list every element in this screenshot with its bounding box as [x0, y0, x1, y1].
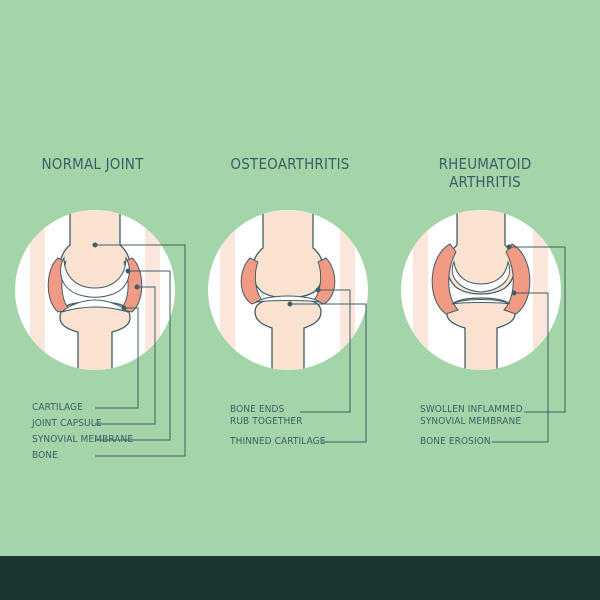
ra-cartilage-upper — [451, 260, 511, 293]
oa-upper-bone — [251, 210, 325, 299]
normal-joint-leaders — [92, 242, 186, 457]
ra-cartilage-lower — [451, 299, 511, 305]
label-bone: BONE — [32, 450, 58, 461]
normal-cartilage-upper — [60, 256, 130, 298]
label-cartilage: CARTILAGE — [32, 402, 83, 413]
label-bone-erosion: BONE EROSION — [420, 436, 491, 447]
normal-joint-illustration — [15, 210, 175, 370]
label-synovial-membrane: SYNOVIAL MEMBRANE — [32, 434, 134, 445]
normal-cartilage-lower — [61, 299, 129, 313]
label-thinned-cartilage: THINNED CARTILAGE — [230, 436, 326, 447]
label-swollen-inflammed: SWOLLEN INFLAMMED — [420, 404, 523, 415]
title-osteoarthritis: OSTEOARTHRITIS — [230, 155, 350, 173]
label-bone-ends: BONE ENDS — [230, 404, 285, 415]
title-rheumatoid-line1: RHEUMATOID — [438, 155, 532, 173]
rheumatoid-illustration — [401, 210, 561, 370]
osteoarthritis-illustration — [208, 210, 368, 370]
label-joint-capsule: JOINT CAPSULE — [32, 418, 102, 429]
ra-lower-bone — [446, 297, 516, 370]
title-rheumatoid-arthritis: RHEUMATOID ARTHRITIS — [420, 155, 550, 191]
osteoarthritis-leaders — [287, 287, 367, 443]
oa-thinned-cartilage — [255, 295, 321, 303]
title-normal-joint: NORMAL JOINT — [41, 155, 144, 173]
title-rheumatoid-line2: ARTHRITIS — [449, 173, 521, 191]
footer-band — [0, 556, 600, 600]
label-ra-synovial-membrane: SYNOVIAL MEMBRANE — [420, 416, 522, 427]
rheumatoid-leaders — [492, 244, 566, 443]
ra-swollen-synovial-membrane — [431, 243, 531, 315]
label-rub-together: RUB TOGETHER — [230, 416, 303, 427]
